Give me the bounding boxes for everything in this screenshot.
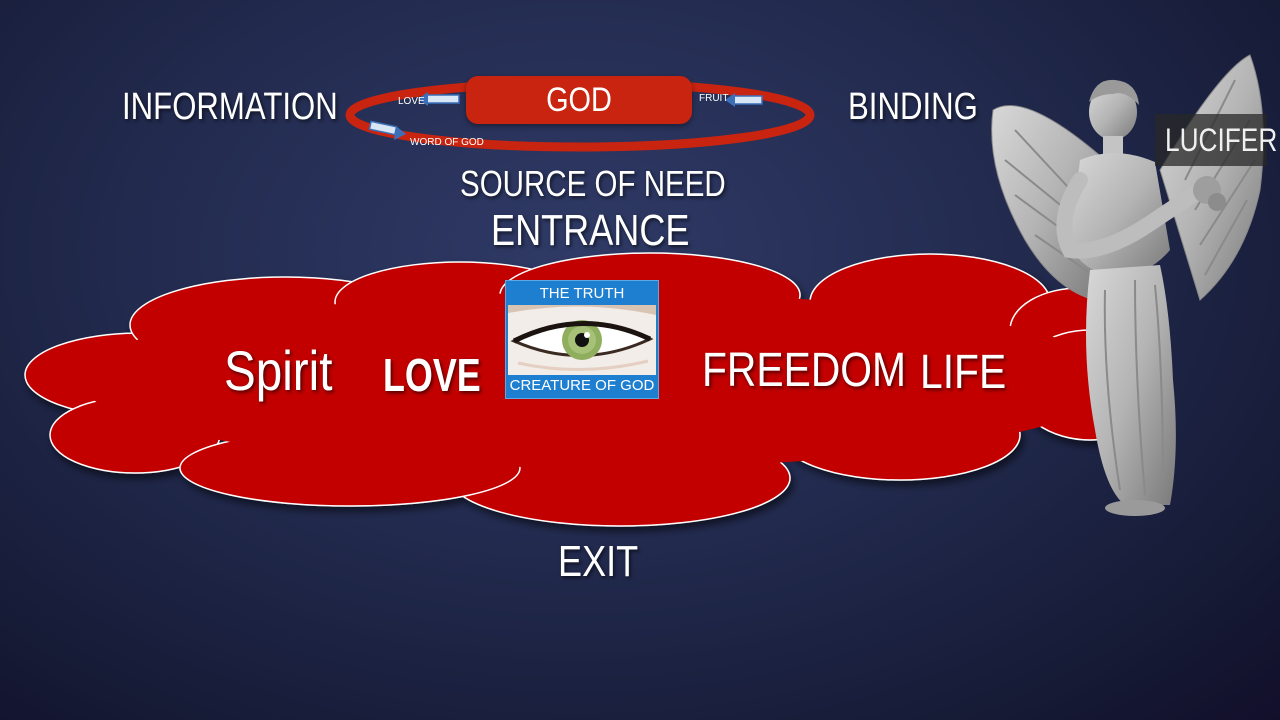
lucifer-label-box: LUCIFER [1155, 114, 1277, 166]
spirit-label: Spirit [224, 339, 333, 402]
truth-card: THE TRUTH CREATURE OF GOD [505, 280, 659, 399]
entrance-label: ENTRANCE [491, 206, 690, 255]
love-label: LOVE [383, 349, 481, 401]
ring-fruit-text: FRUIT [699, 93, 729, 104]
word-of-god-arrow-icon [368, 120, 406, 140]
ring-word-of-god-text: WORD OF GOD [410, 137, 484, 148]
love-arrow-icon [418, 92, 460, 106]
freedom-label: FREEDOM [702, 344, 906, 397]
information-label: INFORMATION [122, 86, 338, 128]
eye-icon [508, 305, 656, 375]
truth-card-top-text: THE TRUTH [539, 285, 625, 302]
angel-statue-icon [991, 54, 1264, 516]
god-label: GOD [546, 81, 612, 119]
truth-card-bottom-text: CREATURE OF GOD [509, 377, 655, 394]
fruit-arrow-icon [725, 93, 763, 107]
binding-label: BINDING [848, 86, 978, 128]
ring-love-text: LOVE [398, 96, 425, 107]
exit-label: EXIT [558, 537, 639, 586]
lucifer-label: LUCIFER [1165, 122, 1278, 158]
source-of-need-label: SOURCE OF NEED [460, 163, 726, 204]
life-label: LIFE [920, 346, 1007, 399]
god-pill: GOD [466, 76, 692, 124]
